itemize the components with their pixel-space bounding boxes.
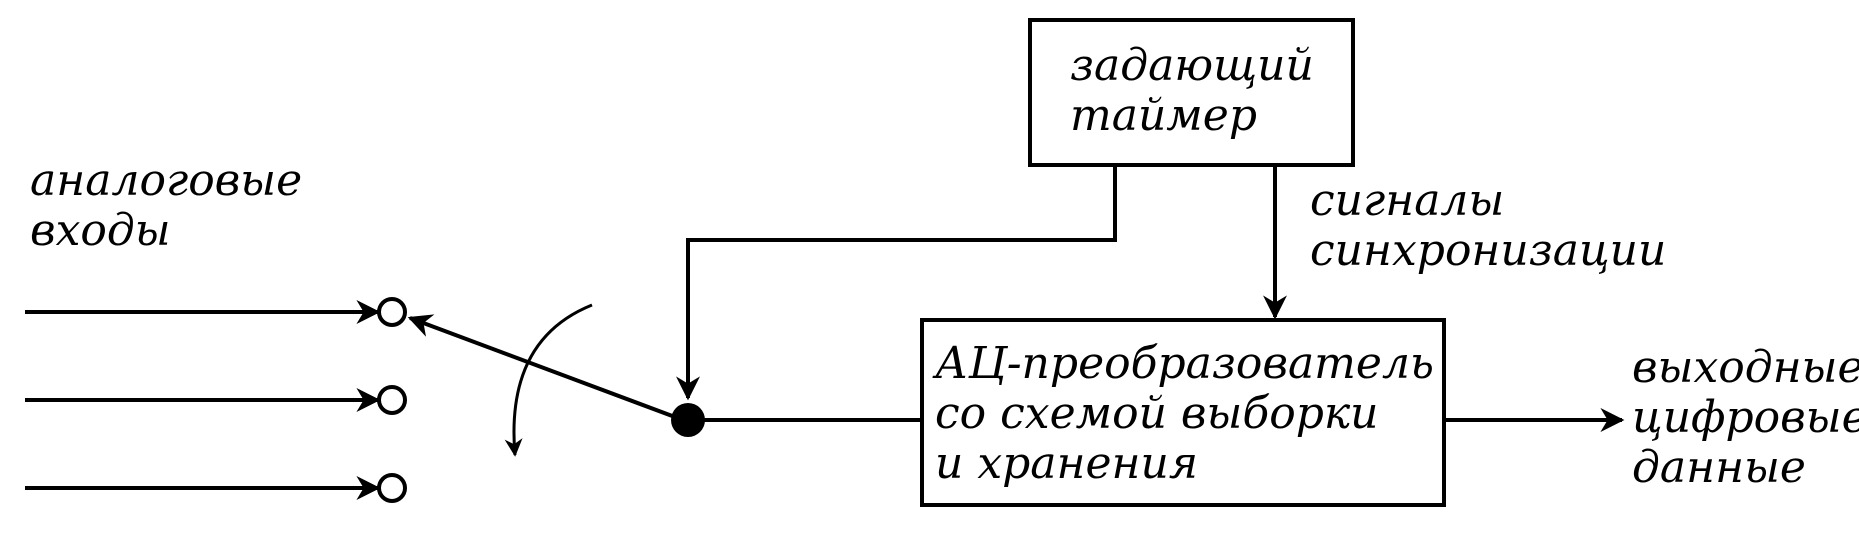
input-terminal-1: [377, 297, 407, 327]
adc-label-line2: со схемой выборки: [935, 388, 1378, 439]
switch-arm: [407, 314, 684, 422]
timer-label-line2: таймер: [1070, 90, 1257, 141]
sync-label-line2: синхронизации: [1310, 225, 1666, 276]
adc-block: [920, 318, 1446, 507]
inputs-label-line2: входы: [30, 205, 171, 256]
output-label-line2: цифровые: [1632, 392, 1859, 443]
input-terminal-3: [377, 473, 407, 503]
input-terminal-2: [377, 385, 407, 415]
inputs-label-line1: аналоговые: [30, 155, 302, 206]
timer-to-switch-line: [676, 165, 1117, 401]
adc-label-line3: и хранения: [935, 438, 1198, 489]
rotation-arrow: [504, 303, 593, 457]
adc-label-line1: АЦ-преобразователь: [932, 338, 1434, 389]
timer-label-line1: задающий: [1070, 40, 1314, 91]
timer-block: [1028, 18, 1355, 167]
output-label-line1: выходные: [1632, 342, 1859, 393]
output-label-line3: данные: [1632, 442, 1806, 493]
sync-label-line1: сигналы: [1310, 175, 1504, 226]
